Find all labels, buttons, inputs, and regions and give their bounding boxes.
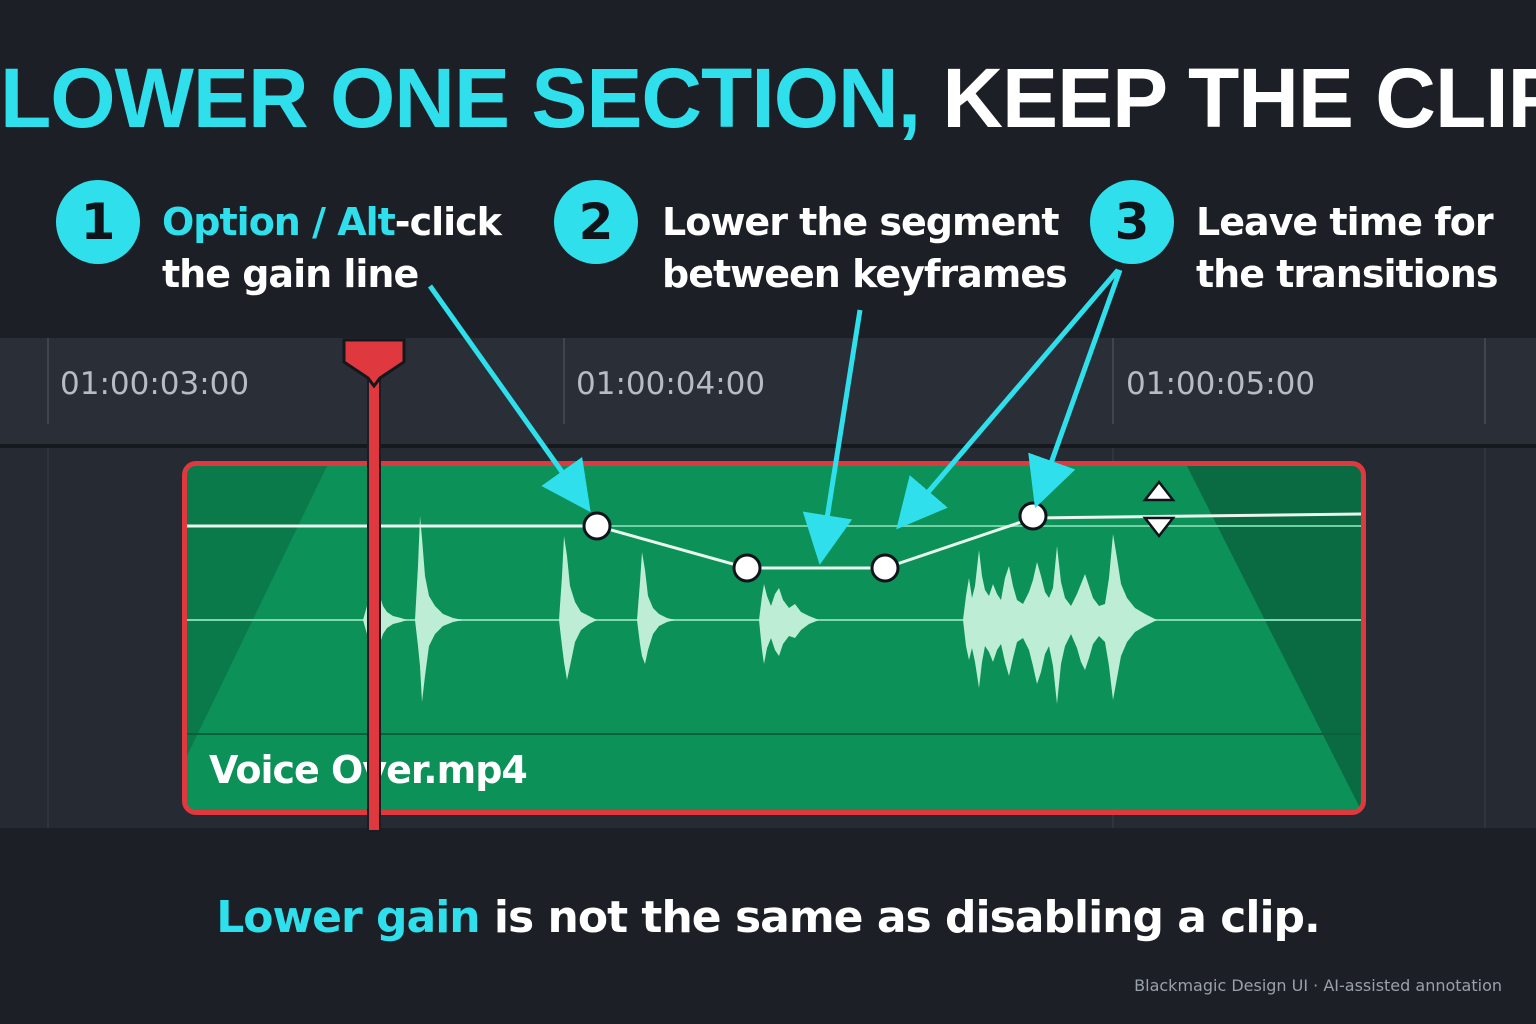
step-3-line2: the transitions <box>1196 252 1498 296</box>
title-highlight: LOWER ONE SECTION, <box>0 51 921 145</box>
track-divider <box>47 448 49 828</box>
footer-note: Lower gain is not the same as disabling … <box>0 892 1536 943</box>
step-3-badge: 3 <box>1090 180 1174 264</box>
keyframe-dot-icon[interactable] <box>582 511 612 541</box>
step-1-line2: the gain line <box>162 252 419 296</box>
step-1-text: Option / Alt-click the gain line <box>162 196 502 300</box>
step-1-highlight: Option / Alt <box>162 200 396 244</box>
step-3-text: Leave time for the transitions <box>1196 196 1498 300</box>
ruler-tick <box>47 338 49 424</box>
step-2-line2: between keyframes <box>662 252 1068 296</box>
up-down-triangle-icon[interactable] <box>1142 479 1176 539</box>
keyframe-dot-icon[interactable] <box>1018 501 1048 531</box>
waveform <box>363 516 1157 704</box>
fade-in-shade <box>187 466 327 756</box>
page-title: LOWER ONE SECTION, KEEP THE CLIP <box>0 48 1536 148</box>
ruler-tick <box>1484 338 1486 424</box>
timecode-label: 01:00:05:00 <box>1126 366 1316 402</box>
track-divider <box>1484 448 1486 828</box>
keyframe-dot-icon[interactable] <box>732 553 762 583</box>
credit-text: Blackmagic Design UI · AI-assisted annot… <box>1134 976 1502 995</box>
step-2-line1: Lower the segment <box>662 200 1060 244</box>
playhead-marker-icon[interactable] <box>340 338 408 388</box>
step-1-line1: Option / Alt-click <box>162 196 502 248</box>
step-3-line1: Leave time for <box>1196 200 1494 244</box>
timecode-label: 01:00:03:00 <box>60 366 250 402</box>
keyframe-dot-icon[interactable] <box>870 553 900 583</box>
gain-line[interactable] <box>187 512 1361 570</box>
fade-out-shade <box>1187 466 1361 810</box>
playhead-line[interactable] <box>369 372 379 830</box>
clip-name: Voice Over.mp4 <box>209 748 528 792</box>
step-2-text: Lower the segment between keyframes <box>662 196 1068 300</box>
step-2-badge: 2 <box>554 180 638 264</box>
ruler-tick <box>1112 338 1114 424</box>
ruler-tick <box>563 338 565 424</box>
step-1-badge: 1 <box>56 180 140 264</box>
audio-clip[interactable]: Voice Over.mp4 <box>182 461 1366 815</box>
footer-rest: is not the same as disabling a clip. <box>479 892 1321 943</box>
title-rest: KEEP THE CLIP <box>942 51 1536 145</box>
footer-highlight: Lower gain <box>216 892 480 943</box>
step-1-line1-rest: -click <box>394 200 502 244</box>
timecode-ruler[interactable]: 01:00:03:00 01:00:04:00 01:00:05:00 <box>0 338 1536 448</box>
timecode-label: 01:00:04:00 <box>576 366 766 402</box>
